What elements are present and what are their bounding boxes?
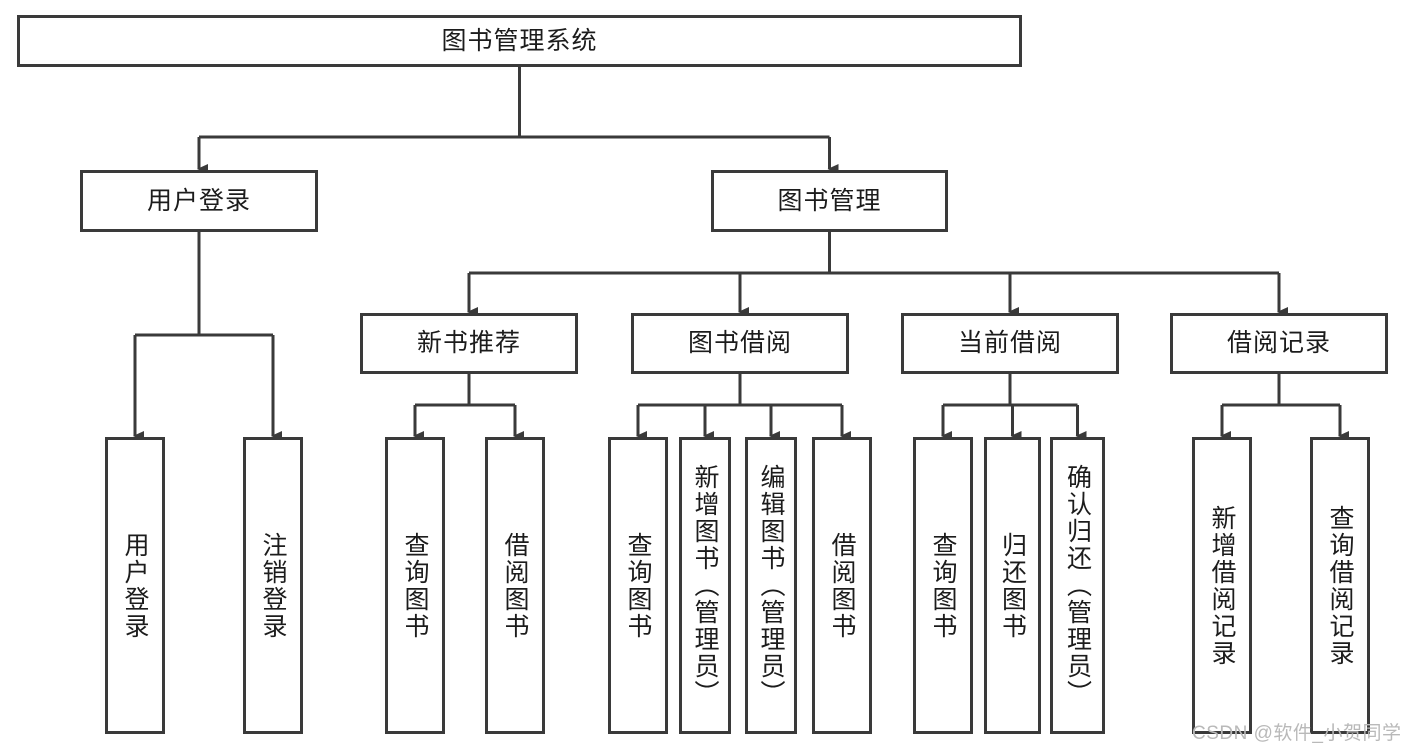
node-book-manage[interactable]: 图书管理 <box>711 170 948 232</box>
node-label: 查询图书 <box>624 531 652 640</box>
node-root[interactable]: 图书管理系统 <box>17 15 1022 67</box>
node-leaf-add-book-admin[interactable]: 新增图书（管理员） <box>679 437 731 734</box>
node-current-borrow[interactable]: 当前借阅 <box>901 313 1119 374</box>
node-label: 借阅图书 <box>828 531 856 640</box>
node-label: 新增图书（管理员） <box>691 464 719 707</box>
node-label: 查询借阅记录 <box>1326 504 1354 667</box>
node-leaf-query-book-current[interactable]: 查询图书 <box>913 437 973 734</box>
node-label: 图书借阅 <box>687 329 792 358</box>
node-leaf-borrow-book-recommend[interactable]: 借阅图书 <box>485 437 545 734</box>
node-leaf-return-book[interactable]: 归还图书 <box>984 437 1041 734</box>
node-leaf-user-login[interactable]: 用户登录 <box>105 437 165 734</box>
node-leaf-borrow-book[interactable]: 借阅图书 <box>812 437 872 734</box>
node-leaf-query-book-recommend[interactable]: 查询图书 <box>385 437 445 734</box>
node-label: 当前借阅 <box>957 329 1062 358</box>
node-book-borrow[interactable]: 图书借阅 <box>631 313 849 374</box>
node-new-book-recommend[interactable]: 新书推荐 <box>360 313 578 374</box>
node-label: 新书推荐 <box>416 329 521 358</box>
node-label: 借阅记录 <box>1226 329 1331 358</box>
node-borrow-record[interactable]: 借阅记录 <box>1170 313 1388 374</box>
node-label: 图书管理 <box>777 186 882 215</box>
node-label: 用户登录 <box>121 531 149 640</box>
node-leaf-add-borrow-record[interactable]: 新增借阅记录 <box>1192 437 1252 734</box>
node-label: 确认归还（管理员） <box>1063 464 1092 707</box>
node-label: 编辑图书（管理员） <box>757 464 785 707</box>
node-leaf-query-borrow-record[interactable]: 查询借阅记录 <box>1310 437 1370 734</box>
node-label: 图书管理系统 <box>441 26 598 55</box>
node-label: 借阅图书 <box>501 531 529 640</box>
edge-group <box>133 67 1349 441</box>
node-label: 新增借阅记录 <box>1208 504 1236 667</box>
node-label: 查询图书 <box>929 531 957 640</box>
node-label: 注销登录 <box>259 531 287 640</box>
node-leaf-query-book-borrow[interactable]: 查询图书 <box>608 437 668 734</box>
node-label: 查询图书 <box>401 531 429 640</box>
node-leaf-edit-book-admin[interactable]: 编辑图书（管理员） <box>745 437 797 734</box>
node-leaf-confirm-return-admin[interactable]: 确认归还（管理员） <box>1050 437 1105 734</box>
node-label: 归还图书 <box>998 531 1027 640</box>
node-user-login[interactable]: 用户登录 <box>80 170 318 232</box>
node-leaf-logout-login[interactable]: 注销登录 <box>243 437 303 734</box>
node-label: 用户登录 <box>146 186 251 215</box>
